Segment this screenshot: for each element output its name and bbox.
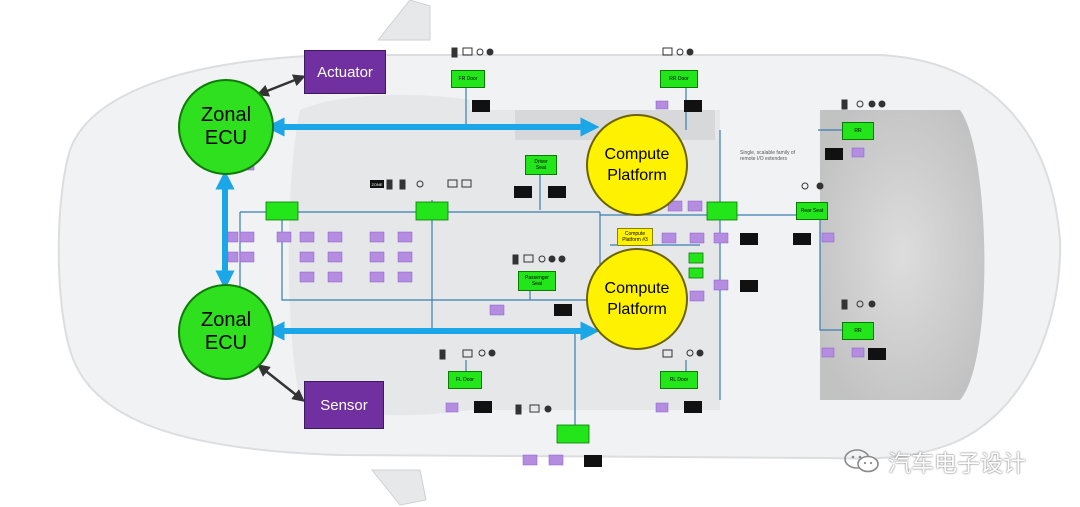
io-node	[265, 201, 299, 221]
rr-door-node: RR Door	[660, 70, 698, 88]
side-mirror-top	[376, 0, 431, 41]
rl-door-node: RL Door	[660, 371, 698, 389]
rear-window	[820, 110, 985, 400]
ethernet-links	[215, 117, 600, 341]
io-node	[706, 201, 738, 221]
fr-door-node: FR Door	[451, 70, 485, 88]
io-endpoints	[227, 100, 865, 466]
annotation-text: Single, scalable family of remote I/O ex…	[740, 150, 796, 162]
driver-seat-node: Driver Seat	[525, 155, 557, 175]
io-node	[688, 267, 704, 279]
sensor-box: Sensor	[304, 381, 384, 429]
rl-corner-node: RR	[842, 322, 874, 340]
side-mirror-bottom	[370, 469, 427, 506]
wechat-icon	[844, 449, 879, 473]
zonal-ecu-top: Zonal ECU	[178, 79, 274, 175]
io-node	[415, 201, 449, 221]
rear-seat-node: Rear Seat	[796, 202, 828, 220]
front-zone-tag: ZONE	[370, 180, 384, 188]
io-node	[688, 252, 704, 264]
arrow-actuator	[256, 74, 306, 97]
zonal-ecu-bottom: Zonal ECU	[178, 284, 274, 380]
compute-platform-top: Compute Platform	[586, 114, 688, 216]
fl-door-node: FL Door	[448, 371, 482, 389]
passenger-seat-node: Passenger Seat	[518, 271, 556, 291]
remote-io-nodes	[265, 201, 738, 444]
arrow-sensor	[257, 364, 305, 402]
actuator-box: Actuator	[304, 50, 386, 94]
compute-platform-bottom: Compute Platform	[586, 248, 688, 350]
rr-corner-node: RR	[842, 122, 874, 140]
io-node	[556, 424, 590, 444]
io-arrows	[256, 74, 306, 402]
watermark-text: 汽车电子设计	[888, 450, 1026, 476]
watermark: 汽车电子设计	[842, 444, 1026, 478]
spec-labels	[472, 100, 886, 467]
compute-platform-3: Compute Platform #3	[617, 228, 653, 246]
component-pictograms	[386, 47, 886, 415]
